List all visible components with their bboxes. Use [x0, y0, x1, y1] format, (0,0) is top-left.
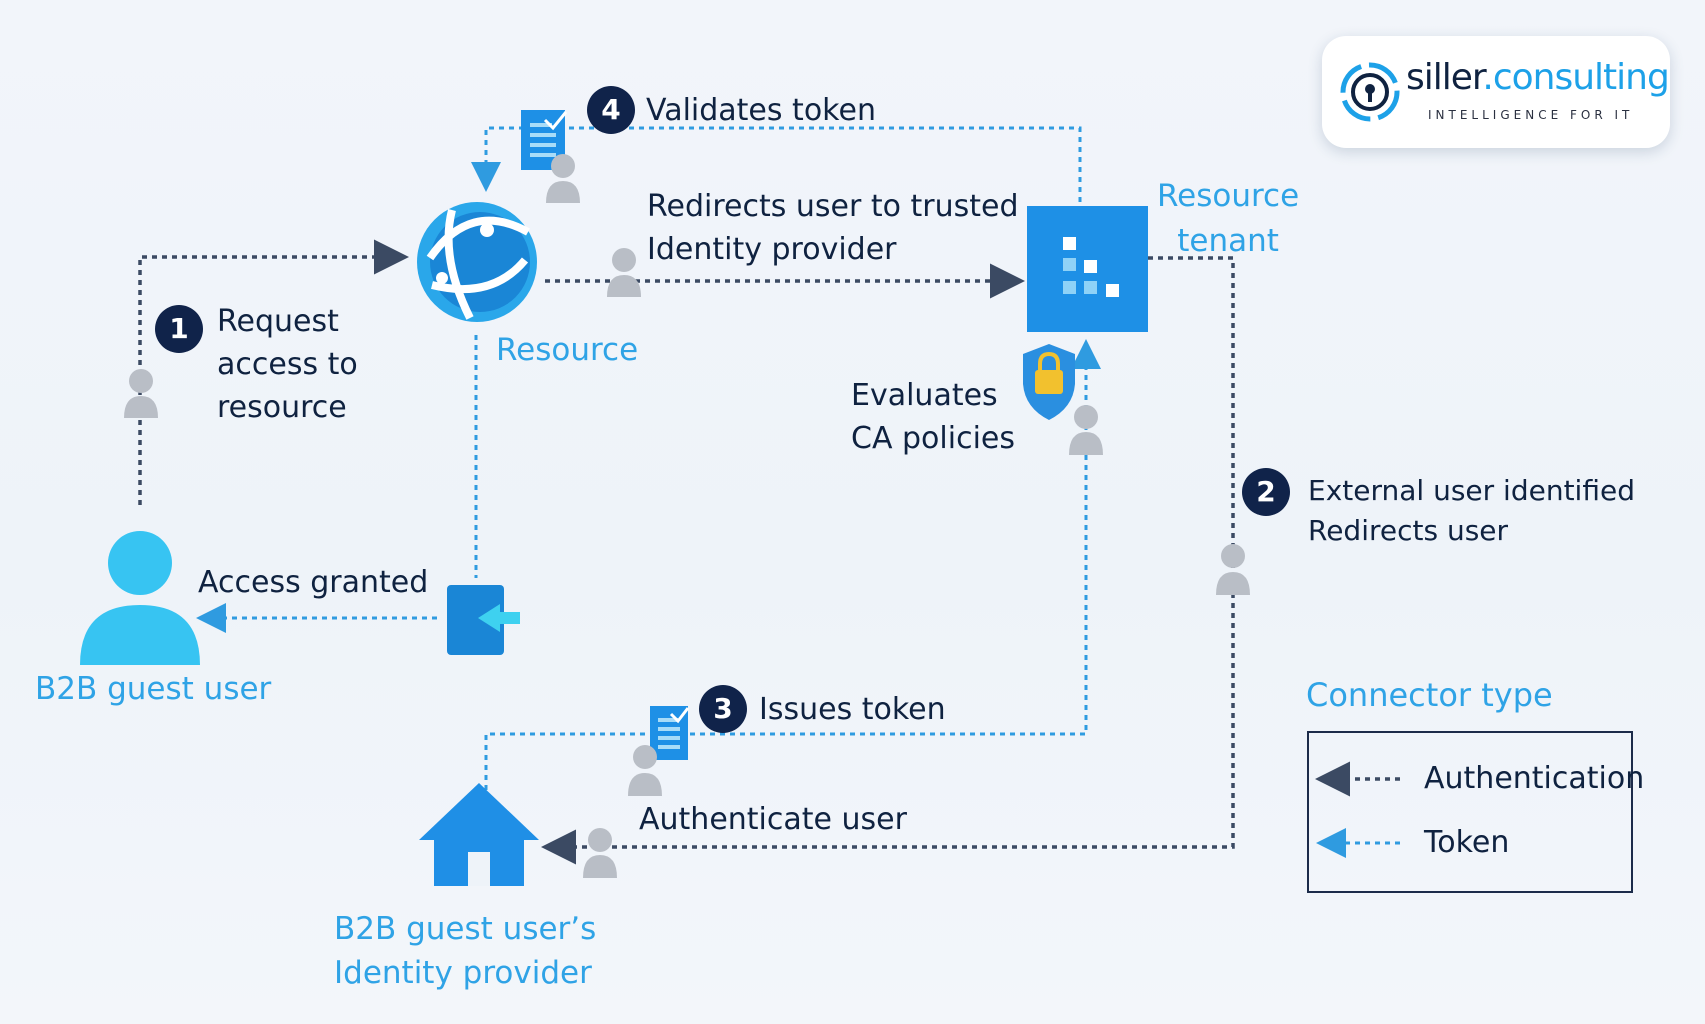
resource-tenant-label: Resource tenant [1157, 178, 1300, 259]
step-badge-1: 1 [155, 305, 203, 353]
home-icon [419, 783, 539, 886]
person-icon [583, 828, 617, 878]
shield-lock-icon [1023, 344, 1075, 420]
person-icon [607, 248, 641, 297]
signin-icon [447, 585, 520, 655]
user-icon [80, 531, 200, 665]
step-2-label: External user identified Redirects user [1308, 474, 1635, 547]
person-icon [1069, 405, 1103, 455]
step-badge-2: 2 [1242, 468, 1290, 516]
token-connector-issue [484, 339, 1101, 790]
auth-connector-request [138, 239, 409, 505]
step-1-label: Request access to resource [217, 304, 358, 425]
person-icon [1216, 544, 1250, 595]
redirect-label: Redirects user to trusted Identity provi… [647, 189, 1019, 267]
tenant-icon [1027, 206, 1148, 332]
legend-token-label: Token [1424, 825, 1510, 860]
brand-name-part2: .consulting [1482, 57, 1669, 98]
person-icon [628, 745, 662, 796]
lock-logo-icon [1340, 62, 1400, 122]
b2b-guest-user-label: B2B guest user [35, 671, 272, 707]
step-4-label: Validates token [646, 93, 876, 128]
evaluates-label: Evaluates CA policies [851, 378, 1015, 456]
auth-connector-tenant [541, 256, 1235, 865]
brand-logo: siller.consulting INTELLIGENCE FOR IT [1322, 36, 1670, 148]
brand-tagline: INTELLIGENCE FOR IT [1428, 108, 1634, 122]
access-granted-label: Access granted [198, 565, 429, 600]
person-icon [124, 369, 158, 418]
step-badge-3: 3 [699, 685, 747, 733]
legend-box [1307, 731, 1633, 893]
legend-title: Connector type [1306, 676, 1553, 714]
token-document-icon [650, 706, 690, 760]
globe-icon [417, 202, 537, 322]
resource-label: Resource [496, 332, 639, 368]
step-badge-4: 4 [587, 86, 635, 134]
legend-auth-label: Authentication [1424, 761, 1645, 796]
identity-provider-label: B2B guest user’s Identity provider [334, 911, 597, 991]
token-connector-validate [471, 126, 1082, 202]
authenticate-label: Authenticate user [639, 802, 907, 837]
brand-name-part1: siller [1406, 57, 1483, 98]
person-icon [546, 154, 580, 203]
brand-name: siller.consulting [1406, 56, 1670, 100]
token-document-icon [521, 110, 568, 170]
step-3-label: Issues token [759, 692, 946, 727]
